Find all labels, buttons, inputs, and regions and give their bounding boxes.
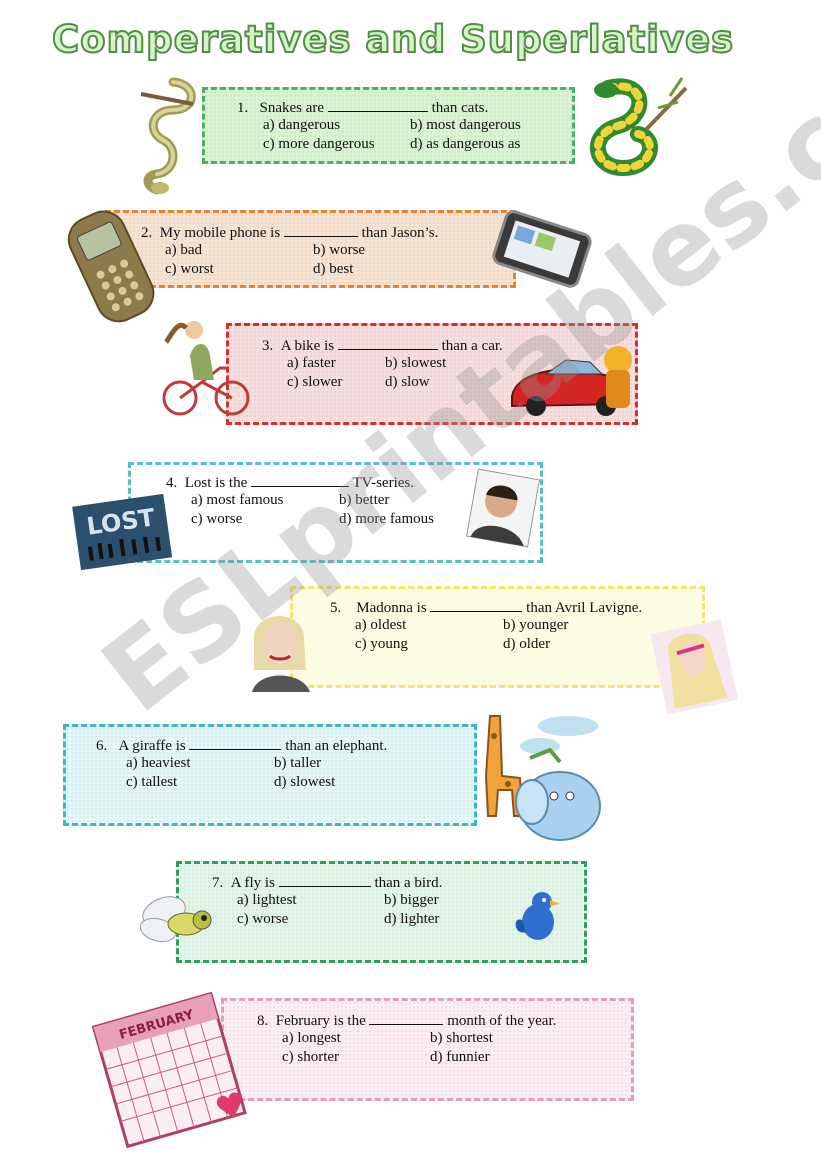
question-1-stem: 1. Snakes are than cats.: [237, 97, 488, 118]
question-number: 5.: [330, 600, 342, 616]
option-a[interactable]: a) lightest: [237, 892, 297, 908]
option-d[interactable]: d) funnier: [430, 1049, 490, 1065]
option-d[interactable]: d) more famous: [339, 511, 434, 527]
smartphone-image: [492, 210, 592, 288]
option-c[interactable]: c) more dangerous: [263, 136, 375, 152]
answer-blank[interactable]: [278, 872, 371, 887]
question-text: than a car.: [441, 338, 503, 354]
answer-blank[interactable]: [430, 597, 523, 612]
question-1-box: 1. Snakes are than cats. a) dangerous b)…: [202, 87, 575, 164]
option-c[interactable]: c) young: [355, 636, 408, 652]
fly-image: [139, 896, 212, 943]
question-2-stem: 2. My mobile phone is than Jason’s.: [141, 222, 438, 243]
lost-tv-logo-image: LOST: [72, 493, 172, 571]
old-mobile-phone-image: [67, 210, 155, 323]
question-3-stem: 3. A bike is than a car.: [262, 335, 503, 356]
question-text: A fly is: [230, 875, 275, 891]
answer-blank[interactable]: [327, 97, 428, 112]
question-text: Snakes are: [259, 100, 325, 116]
option-a[interactable]: a) dangerous: [263, 117, 341, 133]
question-text: than cats.: [431, 100, 489, 116]
question-number: 2.: [141, 225, 153, 241]
question-number: 1.: [237, 100, 249, 116]
question-5-box: 5. Madonna is than Avril Lavigne. a) old…: [290, 586, 705, 688]
question-7-stem: 7. A fly is than a bird.: [212, 872, 442, 893]
answer-blank[interactable]: [337, 335, 438, 350]
question-number: 8.: [257, 1013, 269, 1029]
february-calendar-image: FEBRUARY: [91, 991, 247, 1149]
avril-lavigne-photo-image: [650, 619, 738, 714]
option-d[interactable]: d) best: [313, 261, 354, 277]
question-text: A bike is: [280, 338, 335, 354]
option-b[interactable]: b) worse: [313, 242, 366, 258]
option-b[interactable]: b) bigger: [384, 892, 439, 908]
madonna-photo-image: [252, 616, 310, 692]
answer-blank[interactable]: [189, 735, 282, 750]
option-d[interactable]: d) lighter: [384, 911, 440, 927]
option-a[interactable]: a) oldest: [355, 617, 407, 633]
question-4-box: 4. Lost is the TV-series. a) most famous…: [128, 462, 543, 563]
option-b[interactable]: b) taller: [274, 755, 322, 771]
question-2-box: 2. My mobile phone is than Jason’s. a) b…: [105, 210, 516, 288]
option-a[interactable]: a) heaviest: [126, 755, 191, 771]
question-4-stem: 4. Lost is the TV-series.: [166, 472, 414, 493]
question-number: 7.: [212, 875, 224, 891]
actor-photo-image: [466, 468, 540, 548]
question-number: 6.: [96, 738, 108, 754]
question-8-stem: 8. February is the month of the year.: [257, 1010, 556, 1031]
option-b[interactable]: b) better: [339, 492, 390, 508]
option-c[interactable]: c) worse: [191, 511, 243, 527]
option-c[interactable]: c) worse: [237, 911, 289, 927]
snake-hanging-image: [140, 77, 196, 195]
question-text: February is the: [275, 1013, 366, 1029]
question-text: A giraffe is: [118, 738, 186, 754]
question-text: than an elephant.: [285, 738, 388, 754]
option-d[interactable]: d) as dangerous as: [410, 136, 521, 152]
blue-bird-image: [515, 892, 560, 940]
question-5-stem: 5. Madonna is than Avril Lavigne.: [330, 597, 642, 618]
question-7-box: 7. A fly is than a bird. a) lightest b) …: [176, 861, 587, 963]
option-b[interactable]: b) younger: [503, 617, 569, 633]
option-d[interactable]: d) slowest: [274, 774, 336, 790]
option-a[interactable]: a) longest: [282, 1030, 341, 1046]
option-b[interactable]: b) most dangerous: [410, 117, 521, 133]
option-a[interactable]: a) most famous: [191, 492, 284, 508]
question-6-box: 6. A giraffe is than an elephant. a) hea…: [63, 724, 477, 826]
option-b[interactable]: b) shortest: [430, 1030, 493, 1046]
question-3-box: 3. A bike is than a car. a) faster b) sl…: [226, 323, 638, 425]
race-car-image: [511, 346, 632, 416]
answer-blank[interactable]: [283, 222, 358, 237]
question-text: than a bird.: [374, 875, 443, 891]
question-text: month of the year.: [447, 1013, 557, 1029]
question-text: than Avril Lavigne.: [526, 600, 643, 616]
girl-on-bike-image: [162, 321, 250, 416]
option-b[interactable]: b) slowest: [385, 355, 447, 371]
question-number: 3.: [262, 338, 274, 354]
option-a[interactable]: a) faster: [287, 355, 336, 371]
option-c[interactable]: c) tallest: [126, 774, 178, 790]
option-c[interactable]: c) shorter: [282, 1049, 340, 1065]
option-a[interactable]: a) bad: [165, 242, 203, 258]
giraffe-and-elephant-image: [484, 715, 601, 841]
option-c[interactable]: c) slower: [287, 374, 343, 390]
question-text: My mobile phone is: [159, 225, 281, 241]
question-number: 4.: [166, 475, 178, 491]
question-text: than Jason’s.: [361, 225, 439, 241]
option-d[interactable]: d) slow: [385, 374, 430, 390]
option-c[interactable]: c) worst: [165, 261, 214, 277]
option-d[interactable]: d) older: [503, 636, 551, 652]
question-6-stem: 6. A giraffe is than an elephant.: [96, 735, 387, 756]
answer-blank[interactable]: [251, 472, 349, 487]
worksheet-title: Comperatives and Superlatives: [51, 17, 735, 62]
question-text: TV-series.: [352, 475, 415, 491]
green-snake-image: [590, 77, 688, 177]
answer-blank[interactable]: [369, 1010, 444, 1025]
question-text: Lost is the: [184, 475, 248, 491]
question-8-box: 8. February is the month of the year. a)…: [221, 998, 634, 1101]
question-text: Madonna is: [356, 600, 427, 616]
